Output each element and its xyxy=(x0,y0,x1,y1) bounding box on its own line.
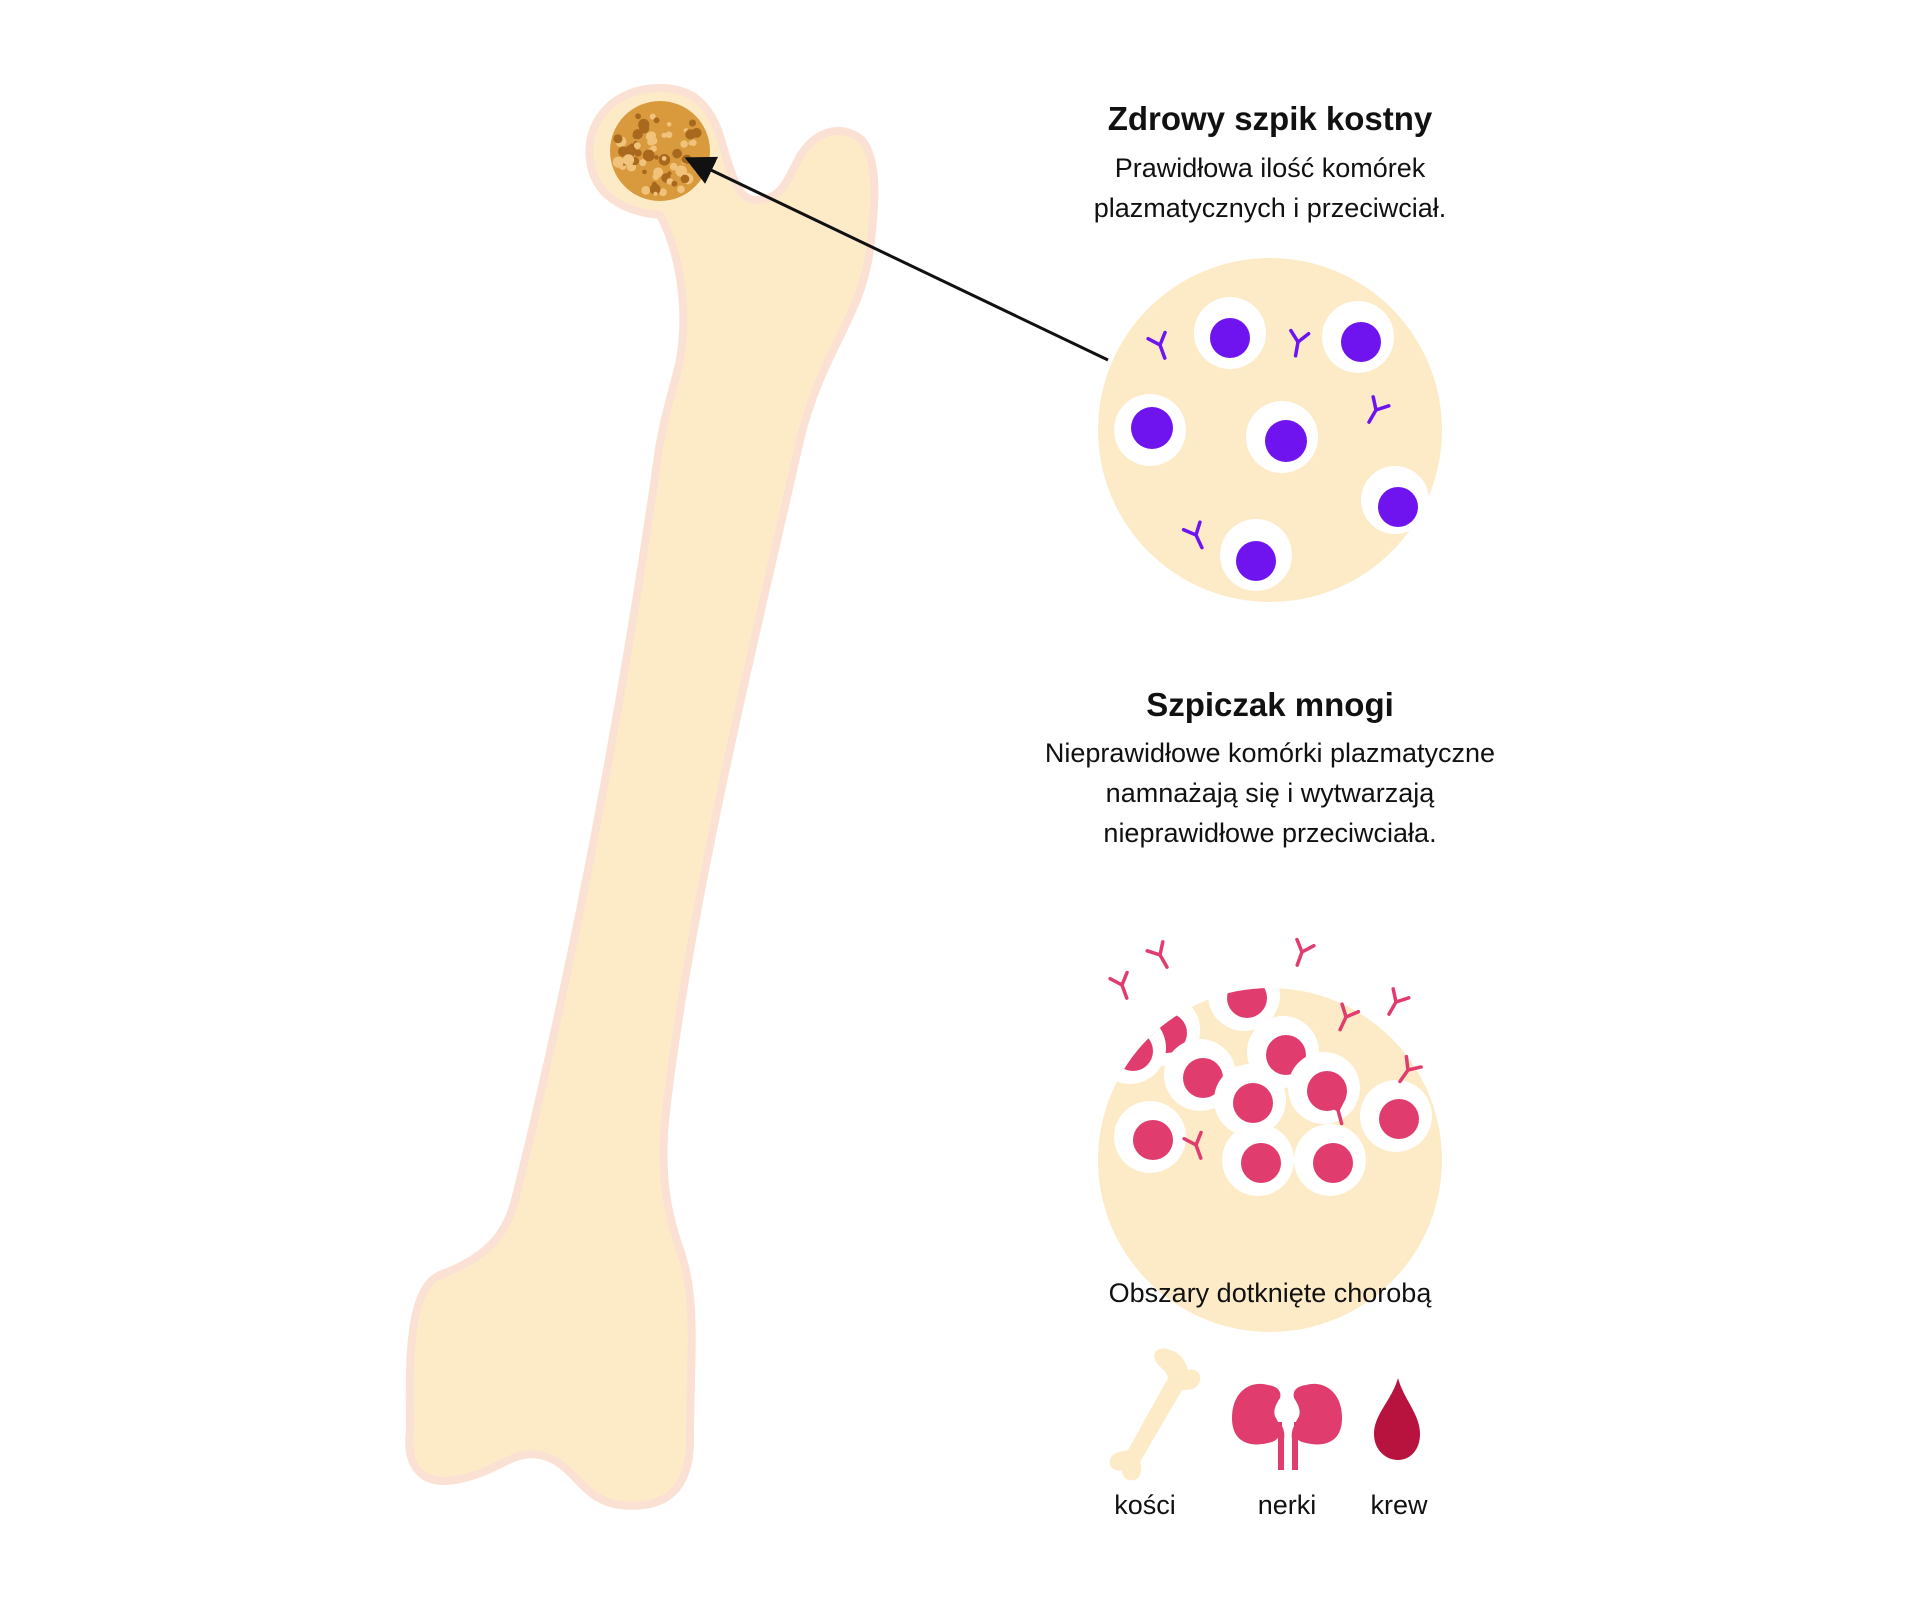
blood-drop-icon xyxy=(1374,1378,1420,1460)
antibody xyxy=(1145,940,1169,969)
myeloma-description-line: namnażają się i wytwarzają xyxy=(1105,778,1435,808)
femur-bone xyxy=(405,83,879,1510)
myeloma-cell xyxy=(1114,1101,1186,1173)
bone-icon xyxy=(1109,1348,1201,1481)
antibody xyxy=(1338,1002,1361,1032)
myeloma-description: Nieprawidłowe komórki plazmatyczne namna… xyxy=(980,733,1560,853)
healthy-marrow-view xyxy=(1098,258,1442,602)
myeloma-marrow-view xyxy=(1098,879,1442,1332)
myeloma-cell xyxy=(1168,886,1240,958)
antibody xyxy=(1182,1130,1203,1160)
plasma-cell xyxy=(1246,401,1318,473)
pointer-arrow xyxy=(684,156,1109,362)
antibody xyxy=(1146,330,1167,360)
femur-shape xyxy=(405,83,879,1510)
myeloma-title: Szpiczak mnogi xyxy=(1146,686,1394,723)
antibody xyxy=(1108,970,1129,1000)
antibody xyxy=(1324,1096,1346,1126)
healthy-description: Prawidłowa ilość komórek plazmatycznych … xyxy=(980,148,1560,228)
affected-label-kidneys: nerki xyxy=(1257,1490,1317,1520)
plasma-cell xyxy=(1114,394,1186,466)
antibodies-myeloma xyxy=(1108,937,1423,1160)
plasma-cell xyxy=(1322,301,1394,373)
kidneys-icon xyxy=(1232,1383,1342,1470)
myeloma-cell xyxy=(1324,911,1396,983)
affected-heading: Obszary dotknięte chorobą xyxy=(1108,1278,1432,1308)
antibody xyxy=(1387,987,1411,1016)
myeloma-cell xyxy=(1208,988,1280,1031)
myeloma-cell xyxy=(1288,1052,1360,1124)
plasma-cell xyxy=(1220,519,1292,591)
antibodies-healthy xyxy=(1146,328,1391,550)
myeloma-description-line: Nieprawidłowe komórki plazmatyczne xyxy=(1044,738,1496,768)
antibody xyxy=(1367,395,1391,424)
plasma-cell xyxy=(1361,466,1429,534)
antibody xyxy=(1289,328,1311,358)
myeloma-cell xyxy=(1360,1080,1432,1152)
affected-label-blood: krew xyxy=(1370,1490,1428,1520)
myeloma-description-line: nieprawidłowe przeciwciała. xyxy=(1103,818,1437,848)
plasma-cell xyxy=(1194,297,1266,369)
myeloma-cell xyxy=(1214,1064,1286,1136)
antibody xyxy=(1398,1054,1423,1084)
myeloma-cell xyxy=(1294,1124,1366,1196)
affected-label-bones: kości xyxy=(1114,1490,1176,1520)
antibody xyxy=(1181,520,1204,550)
healthy-description-line: Prawidłowa ilość komórek xyxy=(1114,153,1426,183)
myeloma-cell xyxy=(1222,1124,1294,1196)
healthy-description-line: plazmatycznych i przeciwciał. xyxy=(1093,193,1447,223)
antibody xyxy=(1295,937,1316,967)
myeloma-cell xyxy=(1232,879,1304,951)
healthy-title: Zdrowy szpik kostny xyxy=(1107,100,1433,137)
myeloma-cell xyxy=(1098,1012,1166,1084)
